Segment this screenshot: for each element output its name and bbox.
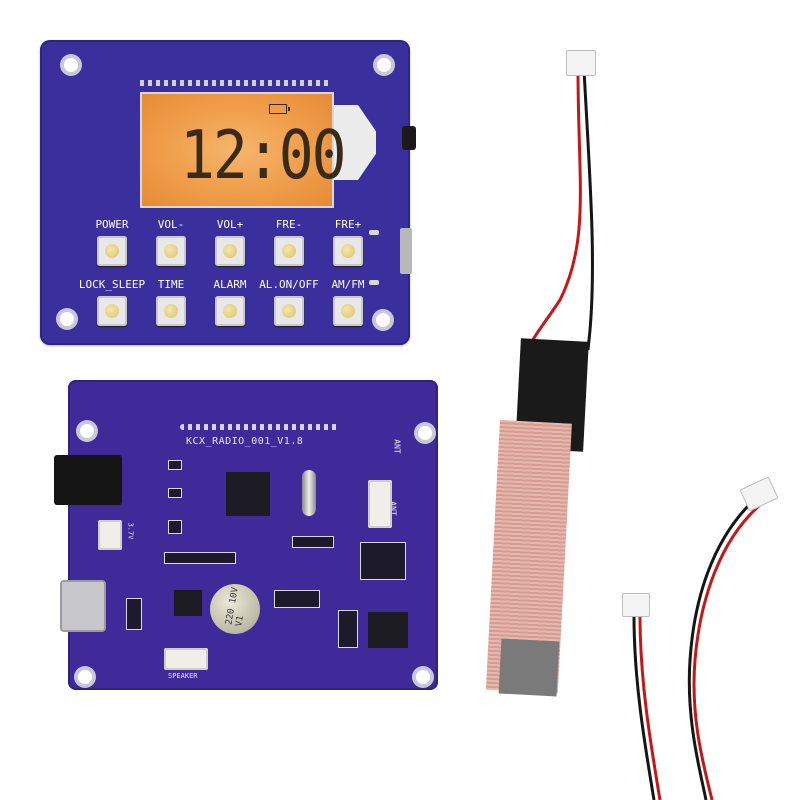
smd-part — [168, 520, 182, 534]
led — [369, 230, 379, 235]
fre-up-button[interactable] — [333, 236, 363, 266]
battery-icon — [269, 104, 290, 114]
mount-hole — [377, 58, 391, 72]
led — [369, 280, 379, 285]
mount-hole — [80, 424, 94, 438]
lcd-pins — [140, 80, 330, 86]
label-time: TIME — [157, 278, 185, 291]
ferrite-rod-tip — [498, 638, 560, 697]
side-connector — [400, 228, 412, 274]
usb-c-port — [60, 580, 106, 632]
speaker-connector — [164, 648, 208, 670]
label-fre-up: FRE+ — [334, 218, 362, 231]
label-alarm: ALARM — [213, 278, 247, 291]
time-button[interactable] — [156, 296, 186, 326]
label-vol-down: VOL- — [157, 218, 185, 231]
smd-cluster — [360, 542, 406, 580]
label-am-fm: AM/FM — [331, 278, 365, 291]
label-power: POWER — [95, 218, 129, 231]
label-vol-up: VOL+ — [216, 218, 244, 231]
smd-cluster — [338, 610, 358, 648]
mount-hole — [78, 670, 92, 684]
smd-cluster — [126, 598, 142, 630]
power-button[interactable] — [97, 236, 127, 266]
silk-speaker: SPEAKER — [168, 672, 198, 680]
lcd-time-readout: 12:00 — [180, 116, 347, 195]
audio-jack — [54, 455, 122, 505]
pin-header-row — [180, 424, 340, 430]
smd-part — [168, 460, 182, 470]
label-alarm-onoff: AL.ON/OFF — [259, 278, 319, 291]
side-jack — [402, 126, 416, 150]
regulator-chip — [174, 590, 202, 616]
battery-connector — [98, 520, 122, 550]
vol-up-button[interactable] — [215, 236, 245, 266]
smd-row — [292, 536, 334, 548]
vol-down-button[interactable] — [156, 236, 186, 266]
jst-plug — [622, 593, 650, 617]
board-name: KCX_RADIO_001_V1.8 — [186, 436, 304, 447]
label-lock-sleep: LOCK_SLEEP — [78, 278, 146, 291]
fre-down-button[interactable] — [274, 236, 304, 266]
amplifier-chip — [368, 612, 408, 648]
display-board: 12:00 POWER VOL- VOL+ FRE- FRE+ LOCK_SLE… — [40, 40, 416, 345]
electrolytic-capacitor: 220 10V V1 — [210, 584, 260, 634]
alarm-onoff-button[interactable] — [274, 296, 304, 326]
label-fre-down: FRE- — [275, 218, 303, 231]
mount-hole — [416, 670, 430, 684]
smd-cluster — [274, 590, 320, 608]
smd-part — [168, 488, 182, 498]
mcu-chip — [226, 472, 270, 516]
mount-hole — [60, 312, 74, 326]
mount-hole — [64, 58, 78, 72]
mount-hole — [418, 426, 432, 440]
crystal — [302, 470, 316, 516]
alarm-button[interactable] — [215, 296, 245, 326]
smd-row — [164, 552, 236, 564]
am-fm-button[interactable] — [333, 296, 363, 326]
main-radio-board: KCX_RADIO_001_V1.8 ANT ANT 3.7V SPEAKER … — [54, 380, 438, 690]
mount-hole — [376, 313, 390, 327]
lcd-screen: 12:00 — [140, 92, 347, 208]
lock-sleep-button[interactable] — [97, 296, 127, 326]
jst-plug — [566, 50, 596, 76]
antenna-connector — [368, 480, 392, 528]
